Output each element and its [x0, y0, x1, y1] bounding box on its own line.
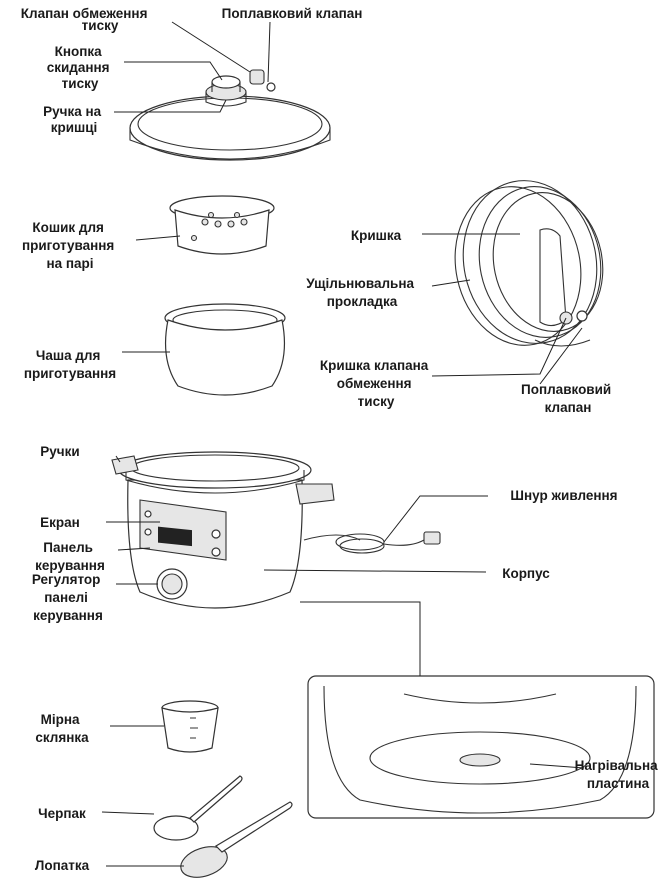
- leader-lines: [101, 21, 585, 867]
- cooker-body-illustration: [111, 451, 441, 609]
- label-body: Корпус: [502, 566, 550, 581]
- part-labels: Клапан обмеження тиску Поплавковий клапа…: [21, 6, 662, 873]
- label-valve-cover: Кришка клапана обмеження тиску: [320, 358, 432, 409]
- label-float-valve-top: Поплавковий клапан: [222, 6, 363, 21]
- label-control-panel: Панель керування: [35, 540, 105, 573]
- label-lid-handle: Ручка на кришці: [43, 104, 105, 135]
- label-panel-knob: Регулятор панелі керування: [32, 572, 104, 623]
- cooking-bowl-illustration: [164, 303, 286, 396]
- steam-basket-illustration: [169, 195, 275, 255]
- label-release-button: Кнопка скидання тиску: [47, 44, 114, 91]
- measuring-cup-illustration: [161, 700, 219, 753]
- label-screen: Екран: [40, 515, 80, 530]
- label-pressure-valve: Клапан обмеження тиску: [21, 6, 151, 33]
- label-gasket: Ущільнювальна прокладка: [306, 276, 418, 309]
- ladle-illustration: [153, 775, 243, 841]
- lid-with-gasket-illustration: [454, 180, 604, 347]
- label-float-valve-side: Поплавковий клапан: [521, 382, 615, 415]
- label-ladle: Черпак: [38, 806, 86, 821]
- label-lid: Кришка: [351, 228, 402, 243]
- heating-plate-inset: [307, 675, 655, 819]
- top-lid-illustration: [129, 69, 331, 161]
- label-spatula: Лопатка: [35, 858, 90, 873]
- label-steam-basket: Кошик для приготування на парі: [22, 220, 118, 271]
- label-cooking-bowl: Чаша для приготування: [24, 348, 116, 381]
- label-handles: Ручки: [40, 444, 79, 459]
- label-measuring-cup: Мірна склянка: [35, 712, 89, 745]
- label-heating-plate: Нагрівальна пластина: [575, 758, 662, 791]
- label-power-cord: Шнур живлення: [510, 488, 617, 503]
- spatula-illustration: [180, 801, 293, 878]
